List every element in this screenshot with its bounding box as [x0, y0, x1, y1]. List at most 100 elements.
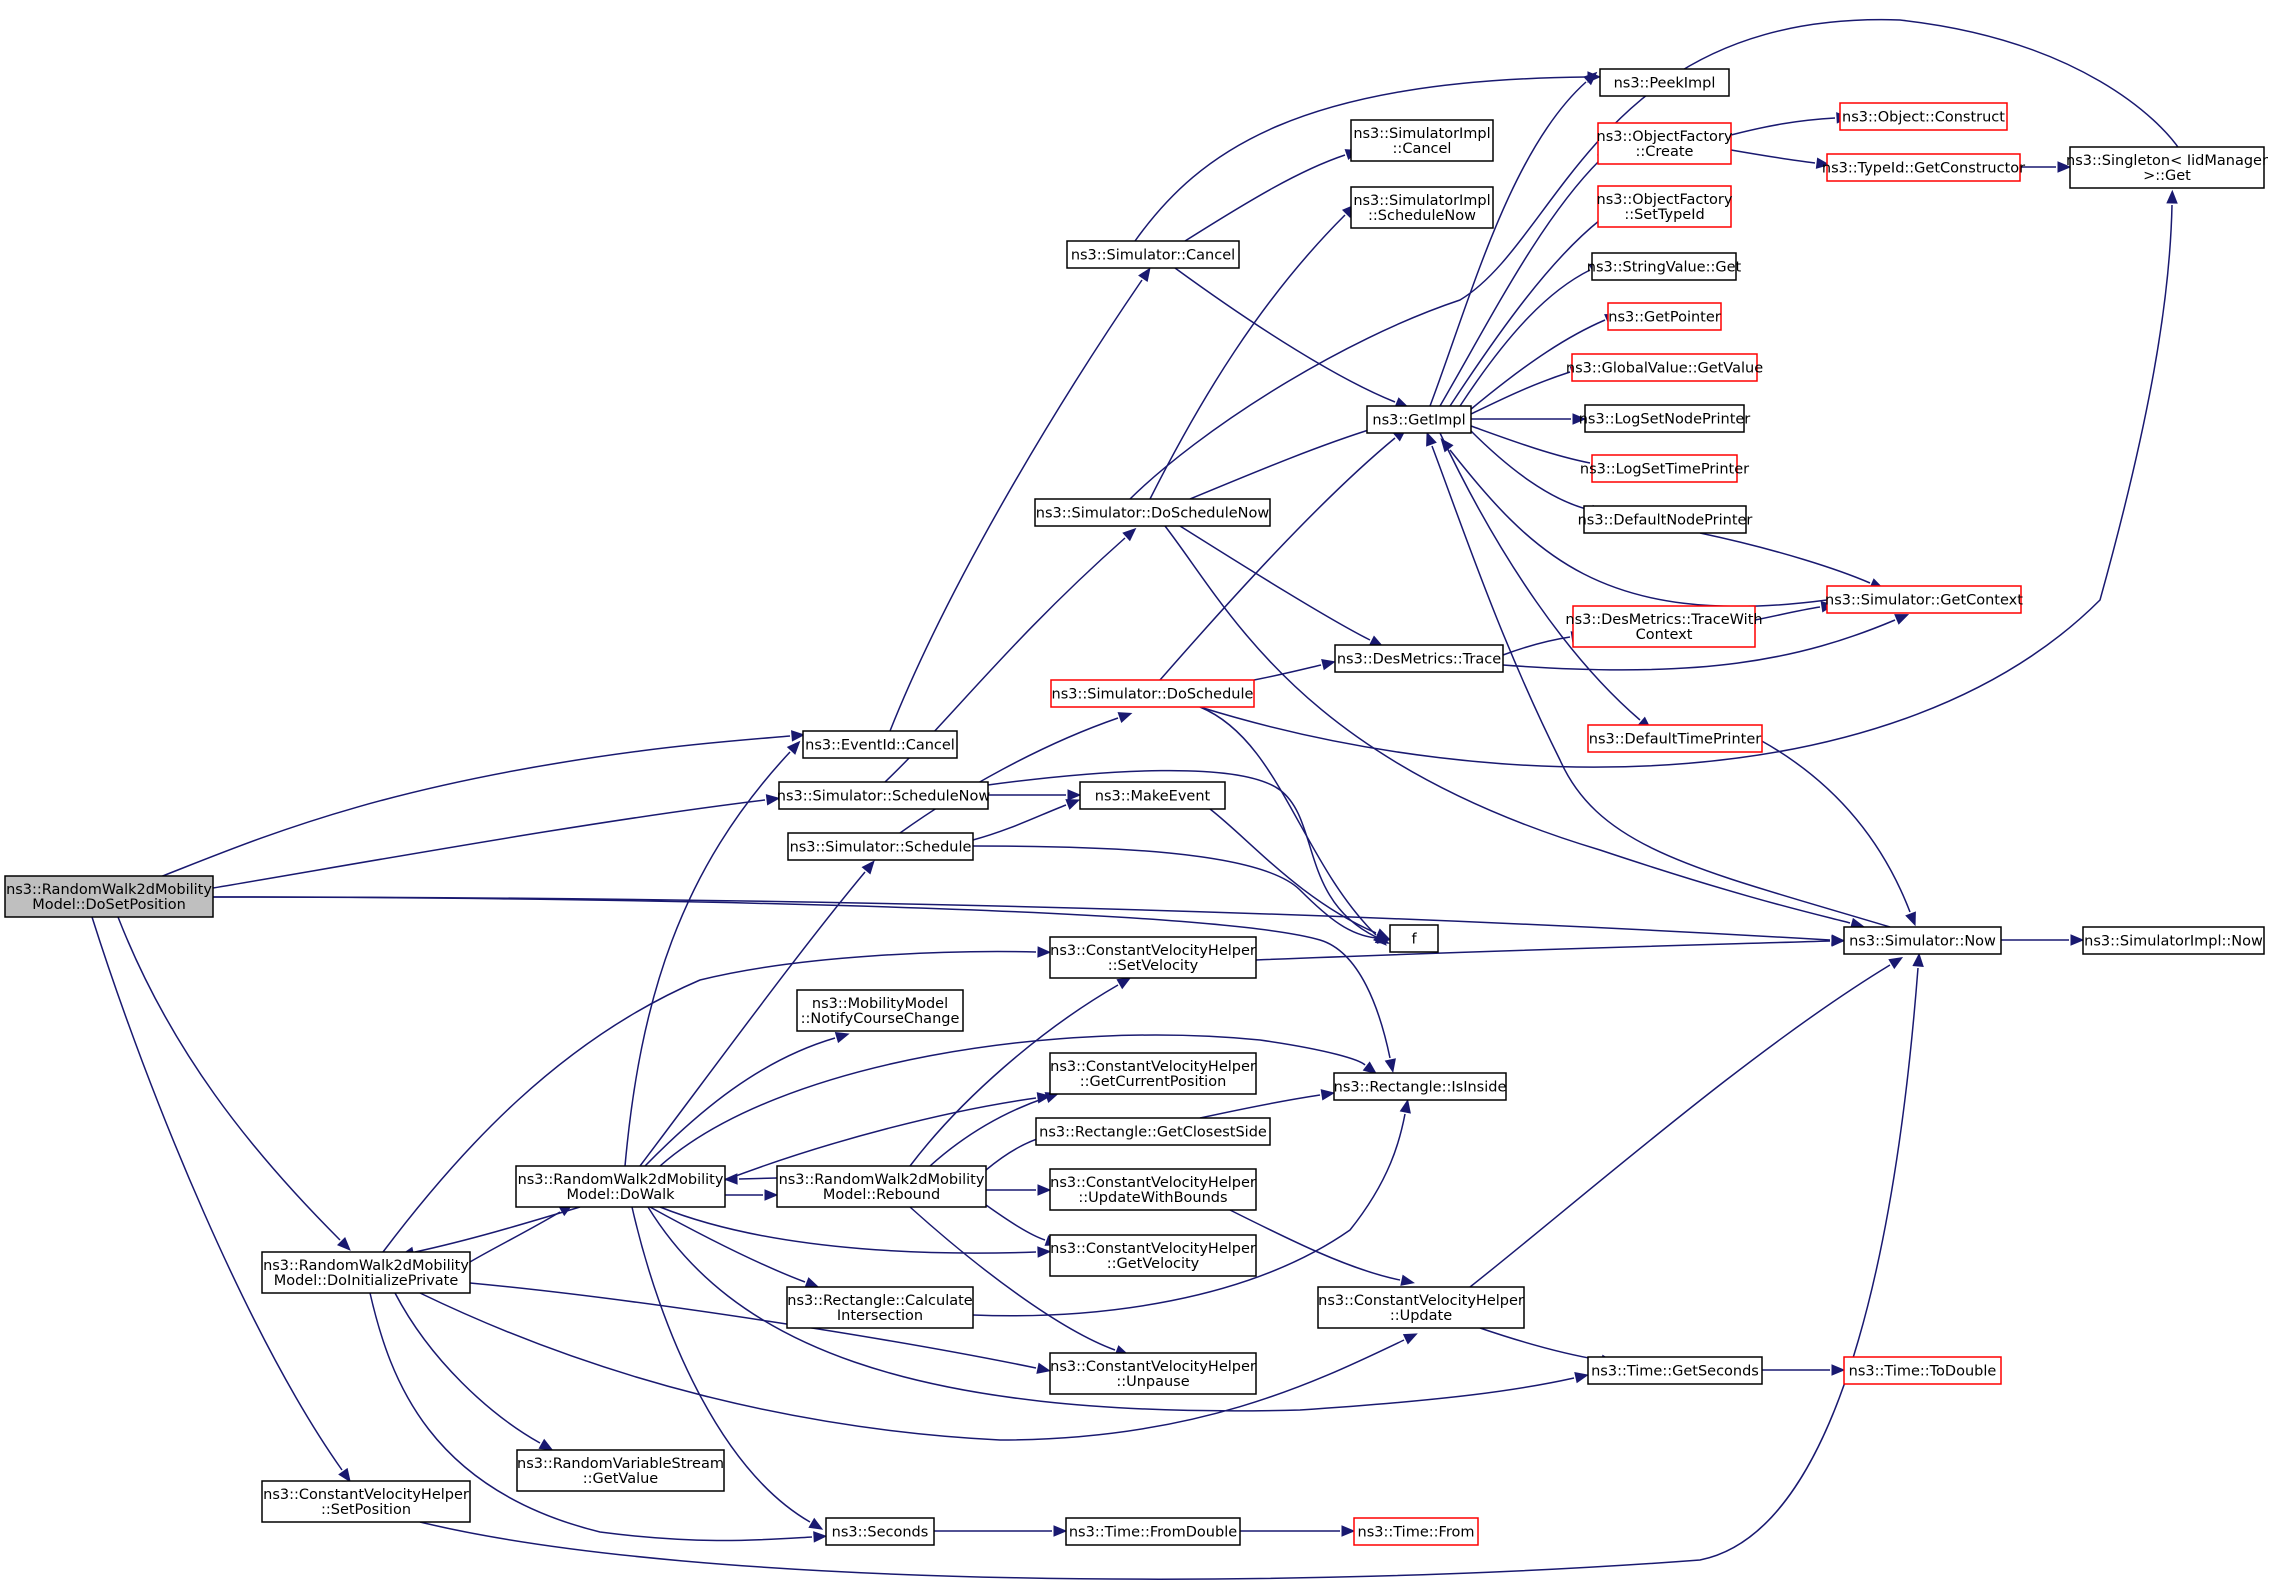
edge-line — [624, 751, 791, 1167]
node-rect-getclosestside[interactable]: ns3::Rectangle::GetClosestSide — [1035, 1117, 1271, 1146]
node-label: ns3::Rectangle::GetClosestSide — [1039, 1125, 1267, 1141]
call-edge-time-fromdouble-to-time-from — [1240, 1525, 1356, 1537]
edge-line — [382, 950, 1037, 1253]
node-label: ns3::Time::From — [1358, 1525, 1475, 1541]
node-mm-notifycoursechange[interactable]: ns3::MobilityModel::NotifyCourseChange — [796, 989, 964, 1032]
node-label: ::Unpause — [1116, 1374, 1189, 1390]
node-seconds[interactable]: ns3::Seconds — [825, 1517, 935, 1546]
node-stringvalue-get[interactable]: ns3::StringValue::Get — [1587, 252, 1742, 281]
node-f[interactable]: f — [1389, 924, 1439, 953]
node-getimpl[interactable]: ns3::GetImpl — [1366, 405, 1472, 434]
call-edge-rebound-to-cvh-unpause — [909, 1206, 1130, 1356]
node-box — [1050, 679, 1255, 708]
node-time-fromdouble[interactable]: ns3::Time::FromDouble — [1065, 1517, 1241, 1546]
node-peekimpl[interactable]: ns3::PeekImpl — [1599, 68, 1730, 97]
call-edge-simulator-doschedule-to-f — [1199, 706, 1387, 946]
node-simulator-schedulenow[interactable]: ns3::Simulator::ScheduleNow — [777, 781, 991, 810]
edge-line — [1759, 739, 1911, 913]
edge-line — [1502, 619, 1896, 671]
edge-line — [899, 717, 1119, 834]
node-desmetrics-trace[interactable]: ns3::DesMetrics::Trace — [1334, 644, 1504, 673]
node-defaulttimeprinter[interactable]: ns3::DefaultTimePrinter — [1587, 724, 1763, 753]
call-edge-rebound-to-cvh-setvelocity — [909, 977, 1132, 1167]
node-cvh-setposition[interactable]: ns3::ConstantVelocityHelper::SetPosition — [261, 1480, 471, 1523]
node-simulator-schedule[interactable]: ns3::Simulator::Schedule — [787, 832, 974, 861]
node-simulatorimpl-cancel[interactable]: ns3::SimulatorImpl::Cancel — [1350, 119, 1494, 162]
node-dosetposition[interactable]: ns3::RandomWalk2dMobilityModel::DoSetPos… — [4, 875, 214, 918]
node-object-construct[interactable]: ns3::Object::Construct — [1839, 102, 2008, 131]
node-label: ns3::DesMetrics::TraceWith — [1565, 612, 1762, 628]
node-cvh-updatewithbounds[interactable]: ns3::ConstantVelocityHelper::UpdateWithB… — [1049, 1168, 1257, 1211]
node-label: ns3::Simulator::Schedule — [790, 840, 972, 856]
node-cvh-update[interactable]: ns3::ConstantVelocityHelper::Update — [1317, 1286, 1525, 1329]
node-label: ns3::ConstantVelocityHelper — [1050, 943, 1256, 959]
node-box — [1571, 353, 1758, 382]
node-defaultnodeprinter[interactable]: ns3::DefaultNodePrinter — [1578, 505, 1753, 534]
node-cvh-getcurrentposition[interactable]: ns3::ConstantVelocityHelper::GetCurrentP… — [1049, 1052, 1257, 1095]
edge-line — [631, 1206, 811, 1523]
node-time-from[interactable]: ns3::Time::From — [1353, 1517, 1479, 1546]
node-getpointer[interactable]: ns3::GetPointer — [1607, 302, 1722, 331]
node-makeevent[interactable]: ns3::MakeEvent — [1079, 781, 1226, 810]
node-simulator-doschedulenow[interactable]: ns3::Simulator::DoScheduleNow — [1034, 498, 1271, 527]
node-logsettimeprinter[interactable]: ns3::LogSetTimePrinter — [1580, 454, 1749, 483]
node-objectfactory-create[interactable]: ns3::ObjectFactory::Create — [1597, 122, 1733, 165]
node-simulator-now[interactable]: ns3::Simulator::Now — [1843, 926, 2002, 955]
node-rect-isinside[interactable]: ns3::Rectangle::IsInside — [1333, 1072, 1507, 1101]
node-simulator-cancel[interactable]: ns3::Simulator::Cancel — [1066, 240, 1240, 269]
node-typeid-getconstructor[interactable]: ns3::TypeId::GetConstructor — [1822, 153, 2025, 182]
node-label: Model::DoInitializePrivate — [274, 1273, 459, 1289]
node-box — [2082, 926, 2265, 955]
node-label: ns3::Object::Construct — [1842, 110, 2005, 126]
node-globalvalue-getvalue[interactable]: ns3::GlobalValue::GetValue — [1566, 353, 1763, 382]
node-simulatorimpl-now[interactable]: ns3::SimulatorImpl::Now — [2082, 926, 2265, 955]
node-box — [1591, 454, 1738, 483]
call-edge-dowalk-to-simulator-schedule — [639, 860, 875, 1167]
edge-line — [1730, 149, 1816, 164]
edge-line — [91, 916, 343, 1471]
edge-line — [972, 1113, 1406, 1317]
node-simulator-doschedule[interactable]: ns3::Simulator::DoSchedule — [1050, 679, 1255, 708]
node-cvh-unpause[interactable]: ns3::ConstantVelocityHelper::Unpause — [1049, 1352, 1257, 1395]
node-doinitializeprivate[interactable]: ns3::RandomWalk2dMobilityModel::DoInitia… — [261, 1251, 471, 1294]
node-label: ns3::Simulator::DoSchedule — [1052, 687, 1254, 703]
node-label: ns3::SimulatorImpl — [1353, 193, 1490, 209]
node-cvh-setvelocity[interactable]: ns3::ConstantVelocityHelper::SetVelocity — [1049, 936, 1257, 979]
edge-line — [1469, 964, 1891, 1288]
node-label: ::SetVelocity — [1108, 958, 1199, 974]
edge-line — [987, 769, 1377, 938]
node-logsetnodeprinter[interactable]: ns3::LogSetNodePrinter — [1579, 404, 1751, 433]
node-label: ::Cancel — [1393, 141, 1452, 157]
node-box — [1049, 1352, 1257, 1395]
node-cvh-getvelocity[interactable]: ns3::ConstantVelocityHelper::GetVelocity — [1049, 1234, 1257, 1277]
node-simulator-getcontext[interactable]: ns3::Simulator::GetContext — [1825, 585, 2023, 614]
node-eventid-cancel[interactable]: ns3::EventId::Cancel — [802, 730, 958, 759]
call-edge-dowalk-to-mm-notifycoursechange — [644, 1032, 850, 1167]
call-edge-dowalk-to-cvh-getvelocity — [659, 1206, 1052, 1258]
node-time-todouble[interactable]: ns3::Time::ToDouble — [1843, 1356, 2002, 1385]
edge-line — [909, 1206, 1116, 1351]
node-simulatorimpl-schedulenow[interactable]: ns3::SimulatorImpl::ScheduleNow — [1350, 186, 1494, 229]
node-rvs-getvalue[interactable]: ns3::RandomVariableStream::GetValue — [516, 1449, 725, 1492]
node-label: ns3::DesMetrics::Trace — [1337, 652, 1501, 668]
node-box — [261, 1251, 471, 1294]
node-time-getseconds[interactable]: ns3::Time::GetSeconds — [1587, 1356, 1763, 1385]
node-label: ::UpdateWithBounds — [1078, 1190, 1227, 1206]
node-label: ns3::GetImpl — [1372, 413, 1465, 429]
edge-line — [1469, 429, 1591, 511]
call-edge-doinitializeprivate-to-cvh-update — [419, 1292, 1418, 1441]
edge-line — [1730, 117, 1836, 136]
edge-line — [889, 279, 1143, 732]
node-objectfactory-settypeid[interactable]: ns3::ObjectFactory::SetTypeId — [1597, 185, 1733, 228]
node-label: ::GetCurrentPosition — [1080, 1074, 1227, 1090]
node-singleton-get[interactable]: ns3::Singleton< IidManager >::Get — [2066, 146, 2268, 189]
arrowhead — [336, 1236, 351, 1251]
arrowhead — [1572, 413, 1587, 425]
edge-line — [1149, 214, 1346, 500]
node-box — [1826, 153, 2021, 182]
node-label: ns3::MakeEvent — [1095, 789, 1211, 805]
